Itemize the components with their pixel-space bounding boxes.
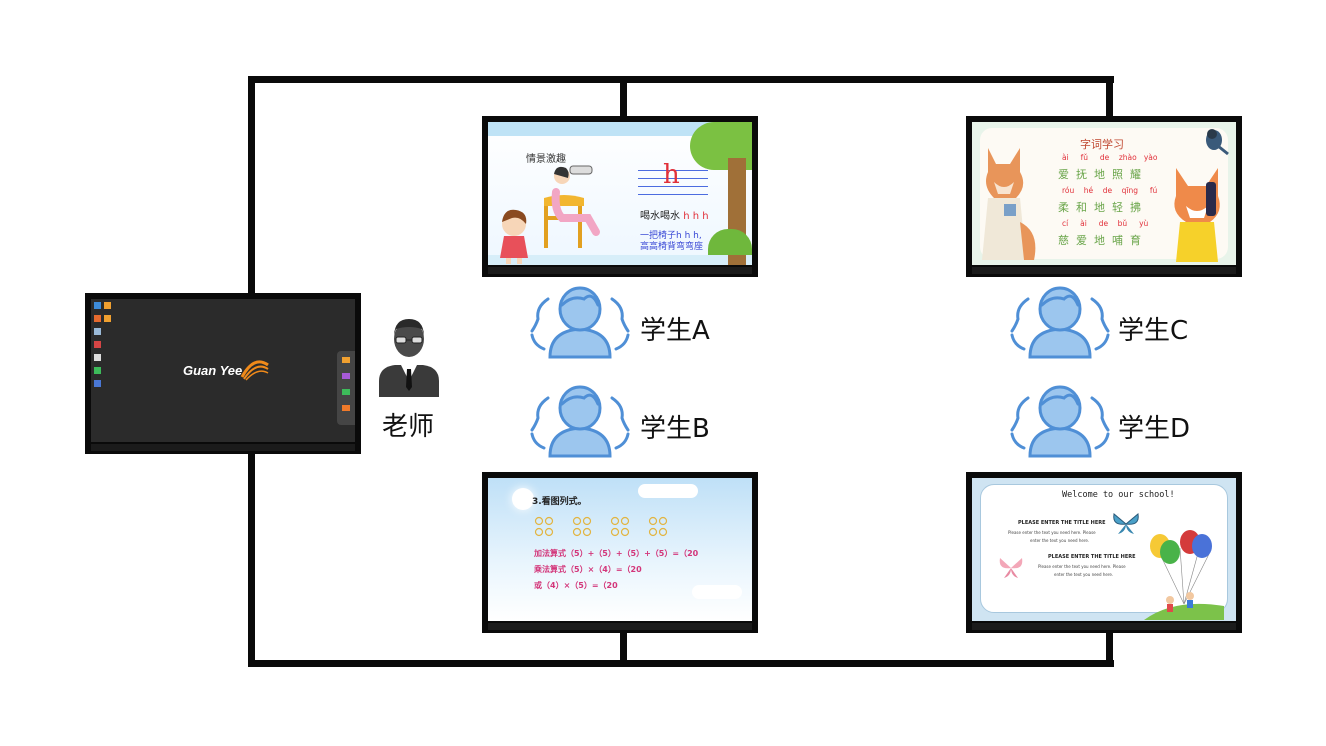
taskbar (972, 623, 1236, 630)
wire-bottom (248, 660, 1114, 667)
slide-c-chars-3: 慈 爱 地 哺 育 (1058, 234, 1141, 247)
slide-d-block2-line1: Please enter the text you need here. Ple… (1038, 564, 1126, 569)
slide-c-pinyin-2: róu hé de qīng fú (1062, 186, 1158, 195)
bird-illustration (1206, 129, 1229, 156)
teacher-screen: Guan Yee (85, 293, 361, 454)
slide-c-chars-2: 柔 和 地 轻 拂 (1058, 201, 1141, 214)
balloons-illustration (1144, 530, 1224, 620)
pinyin-letter: h (663, 160, 680, 190)
fox-right-illustration (1174, 168, 1220, 262)
slide-b-line3: 或（4）×（5）=（20 (534, 581, 618, 590)
slide-d-block2-title: PLEASE ENTER THE TITLE HERE (1048, 554, 1136, 560)
circle-groups (534, 516, 668, 538)
wire-right-bottom (1106, 630, 1113, 667)
slide-d-block2-line2: enter the text you need here. (1054, 572, 1114, 577)
slide-b-line2: 乘法算式（5）×（4）=（20 (534, 565, 642, 574)
slide-d-block1-line1: Please enter the text you need here. Ple… (1008, 530, 1096, 535)
butterfly-blue-icon (1113, 513, 1139, 534)
taskbar (972, 267, 1236, 274)
slide-a-line3: 高高椅背弯弯座 (640, 242, 704, 252)
guanyee-logo: Guan Yee (183, 359, 270, 381)
taskbar (488, 267, 752, 274)
taskbar (91, 444, 355, 451)
circle-group-icon (534, 516, 554, 537)
student-c-label: 学生C (1118, 316, 1189, 346)
teacher-label: 老师 (382, 412, 435, 442)
taskbar (488, 623, 752, 630)
slide-d-block1-line2: enter the text you need here. (1030, 538, 1090, 543)
pinyin-lines (638, 170, 708, 195)
slide-c-title: 字词学习 (1080, 138, 1124, 151)
slide-a-heading: 情景激趣 (526, 154, 566, 165)
side-toolbar[interactable] (337, 351, 355, 425)
student-group-icon-a (530, 286, 630, 359)
fox-left-illustration (982, 148, 1036, 260)
student-screen-d: Welcome to our school! PLEASE ENTER THE … (966, 472, 1242, 633)
student-screen-c: 字词学习 ài fǔ de zhào yào 爱 抚 地 照 耀 róu hé … (966, 116, 1242, 277)
circle-group-icon (610, 516, 630, 537)
woman-chair-illustration (544, 165, 600, 248)
slide-d-title: Welcome to our school! (1062, 490, 1175, 500)
circle-group-icon (572, 516, 592, 537)
logo-swoosh-icon (240, 360, 270, 381)
student-group-icon-d (1010, 385, 1110, 458)
student-a-label: 学生A (640, 316, 710, 346)
logo-text: Guan Yee (183, 362, 243, 378)
slide-b-heading: 3.看图列式。 (532, 497, 587, 507)
slide-b-line1: 加法算式（5）+（5）+（5）+（5）=（20 (534, 549, 699, 558)
slide-a-line1: 喝水喝水 h h h (640, 211, 709, 222)
butterfly-pink-icon (999, 558, 1023, 578)
slide-c-pinyin-3: cí ài de bǔ yù (1062, 219, 1149, 228)
wire-top (248, 76, 1114, 83)
slide-a-line2: 一把椅子h h h, (640, 231, 702, 241)
wire-center-top (620, 76, 627, 120)
desktop-icons (94, 302, 101, 387)
student-group-icon-b (530, 385, 630, 458)
slide-d-block1-title: PLEASE ENTER THE TITLE HERE (1018, 520, 1106, 526)
circle-group-icon (648, 516, 668, 537)
student-screen-b: 3.看图列式。 加法算式（5）+（5）+（5）+（5）=（20 乘法算式（5）×… (482, 472, 758, 633)
teacher-icon (379, 319, 439, 397)
girl-illustration (500, 209, 528, 264)
student-group-icon-c (1010, 286, 1110, 359)
student-screen-a: 情景激趣 h 喝水喝水 h h h 一把椅子h h h, 高高椅背弯弯座 (482, 116, 758, 277)
wire-right-top (1106, 76, 1113, 120)
student-d-label: 学生D (1118, 414, 1191, 444)
slide-c-chars-1: 爱 抚 地 照 耀 (1058, 168, 1141, 181)
wire-center-bottom (620, 630, 627, 667)
student-b-label: 学生B (640, 414, 710, 444)
slide-c-pinyin-1: ài fǔ de zhào yào (1062, 153, 1158, 162)
